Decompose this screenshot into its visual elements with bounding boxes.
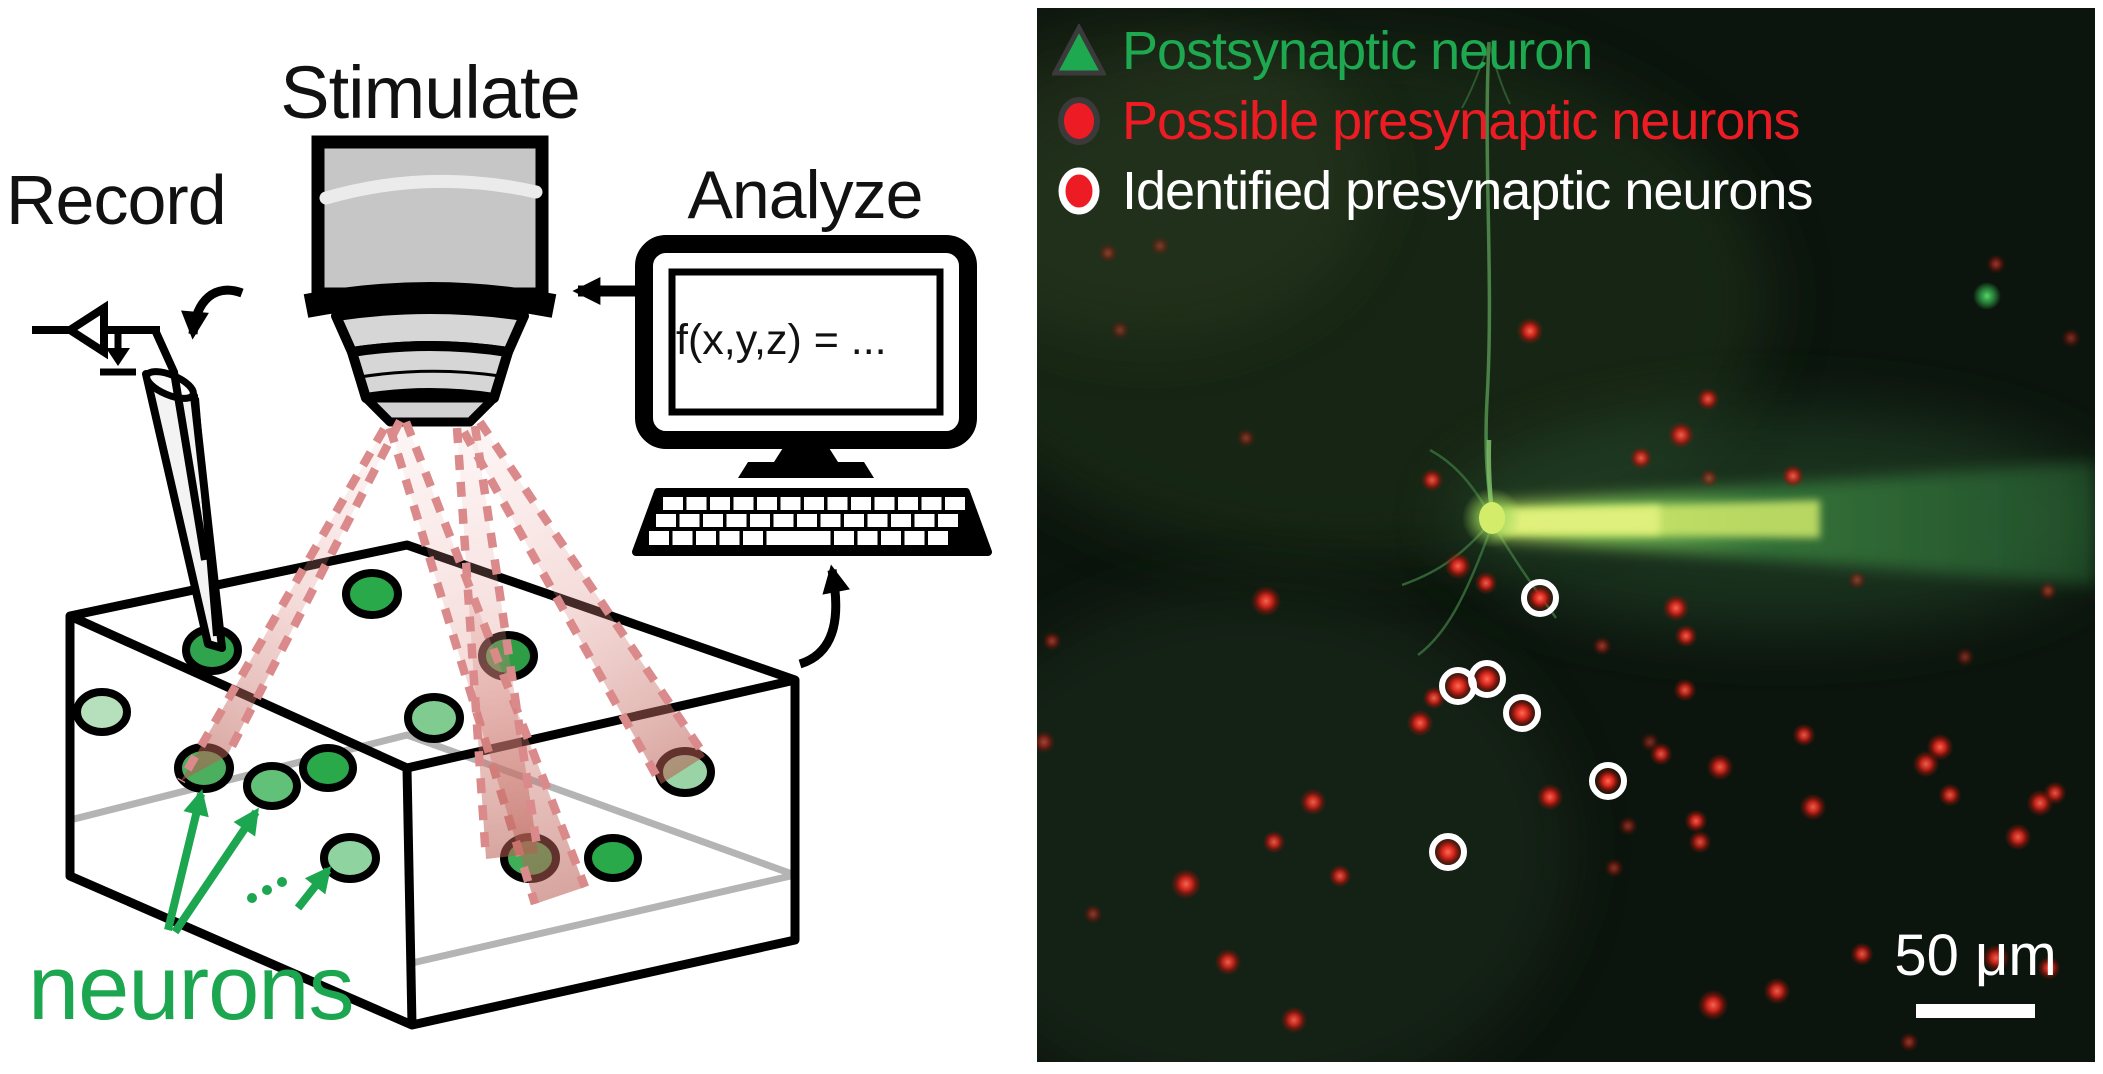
green-cell-spot xyxy=(1973,282,2001,310)
identified-circle xyxy=(1429,833,1467,871)
objective-highlight xyxy=(319,174,543,205)
computer xyxy=(632,235,992,556)
micrograph xyxy=(1037,8,2095,1062)
keyboard xyxy=(632,488,992,556)
neuron xyxy=(73,688,131,736)
identified-circle xyxy=(1589,762,1627,800)
stimulation-beams xyxy=(177,419,709,906)
neuron xyxy=(404,693,464,743)
identified-circle xyxy=(1521,579,1559,617)
scale-bar-label: 50 μm xyxy=(1894,923,2057,988)
green-triangle-icon xyxy=(1052,24,1106,76)
analyze-label: Analyze xyxy=(687,157,924,233)
legend-label: Identified presynaptic neurons xyxy=(1122,161,1813,221)
flow-arrows xyxy=(572,277,850,669)
recording-pipette xyxy=(32,285,244,652)
neuron-pointer-arrows xyxy=(164,788,332,935)
identified-circle xyxy=(1468,660,1506,698)
box-to-computer-arrow xyxy=(798,564,850,669)
identified-circle xyxy=(1503,694,1541,732)
neuron xyxy=(584,834,642,882)
neuron xyxy=(320,833,380,883)
legend-label: Possible presynaptic neurons xyxy=(1122,91,1800,151)
ellipsis-dots xyxy=(247,877,287,903)
monitor-stand xyxy=(774,440,838,462)
monitor-screen xyxy=(668,268,944,416)
neuron-soma xyxy=(1479,502,1505,534)
legend-label: Postsynaptic neuron xyxy=(1122,21,1593,81)
neurons-label: neurons xyxy=(28,937,354,1039)
legend-item-identified-presynaptic: Identified presynaptic neurons xyxy=(1052,160,1813,222)
legend-item-possible-presynaptic: Possible presynaptic neurons xyxy=(1052,90,1800,152)
neuron xyxy=(299,744,357,792)
red-circle-white-ring-icon xyxy=(1058,167,1100,215)
neuron xyxy=(342,569,402,619)
red-circle-icon xyxy=(1058,97,1100,145)
legend-item-postsynaptic: Postsynaptic neuron xyxy=(1052,20,1593,82)
stimulate-label: Stimulate xyxy=(280,51,580,134)
identified-neuron-circles xyxy=(1429,579,1627,871)
screen-formula: f(x,y,z) = ... xyxy=(676,316,887,364)
record-label: Record xyxy=(6,161,227,239)
tissue-box xyxy=(65,540,800,1030)
presynaptic-candidate-dots xyxy=(1037,110,2081,1052)
objective-lens-tip xyxy=(361,393,499,427)
amplifier-symbol xyxy=(62,300,108,360)
ground-symbol xyxy=(100,330,136,376)
electrode-wire xyxy=(151,328,209,561)
box-midplane-line xyxy=(69,731,799,967)
neuron xyxy=(243,762,301,810)
scale-bar xyxy=(1916,1004,2035,1018)
microscope-objective xyxy=(303,135,557,427)
record-curved-arrow xyxy=(181,285,244,340)
